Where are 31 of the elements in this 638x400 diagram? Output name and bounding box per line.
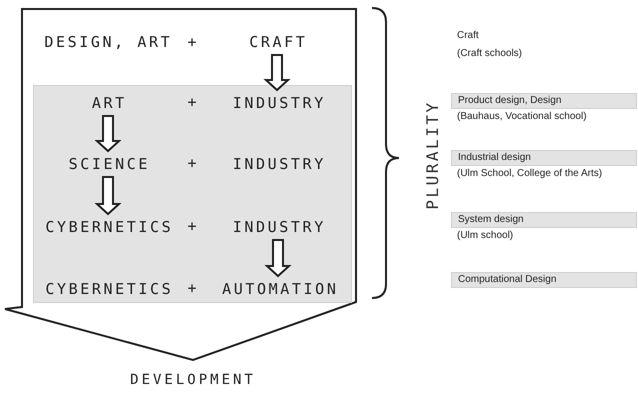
block-arrow — [94, 176, 122, 216]
plus-sign: + — [186, 278, 200, 299]
stage-term: INDUSTRY — [230, 214, 326, 240]
stage-term: CYBERNETICS — [42, 276, 174, 302]
stage-term: CRAFT — [246, 29, 308, 55]
stage-term: CYBERNETICS — [42, 214, 174, 240]
stage-term: ART — [89, 90, 127, 116]
frame-caption: DEVELOPMENT — [130, 371, 256, 389]
school-note: (Craft schools) — [457, 48, 522, 60]
plus-sign: + — [186, 216, 200, 237]
school-note: (Ulm school) — [457, 230, 514, 242]
stage-term: INDUSTRY — [230, 90, 326, 116]
axis-caption: PLURALITY — [424, 100, 442, 210]
stage-term: DESIGN, ART — [42, 29, 172, 55]
stage-term: AUTOMATION — [220, 276, 338, 302]
school-note: (Ulm School, College of the Arts) — [457, 168, 602, 180]
stage-term: SCIENCE — [66, 151, 150, 177]
stage-term: INDUSTRY — [230, 151, 326, 177]
block-arrow — [264, 239, 292, 278]
school-note: (Bauhaus, Vocational school) — [457, 111, 587, 123]
plus-sign: + — [186, 92, 200, 113]
block-arrow — [263, 54, 291, 92]
design-field-bar: Industrial design — [451, 150, 637, 166]
design-field-bar: Product design, Design — [451, 93, 637, 109]
shaded-panel — [33, 85, 352, 303]
block-arrow — [94, 115, 122, 152]
design-field-bar: Computational Design — [451, 272, 637, 288]
design-field-bar: System design — [451, 212, 637, 228]
plus-sign: + — [186, 153, 200, 174]
design-field-title: Craft — [457, 30, 479, 42]
plus-sign: + — [186, 32, 200, 53]
